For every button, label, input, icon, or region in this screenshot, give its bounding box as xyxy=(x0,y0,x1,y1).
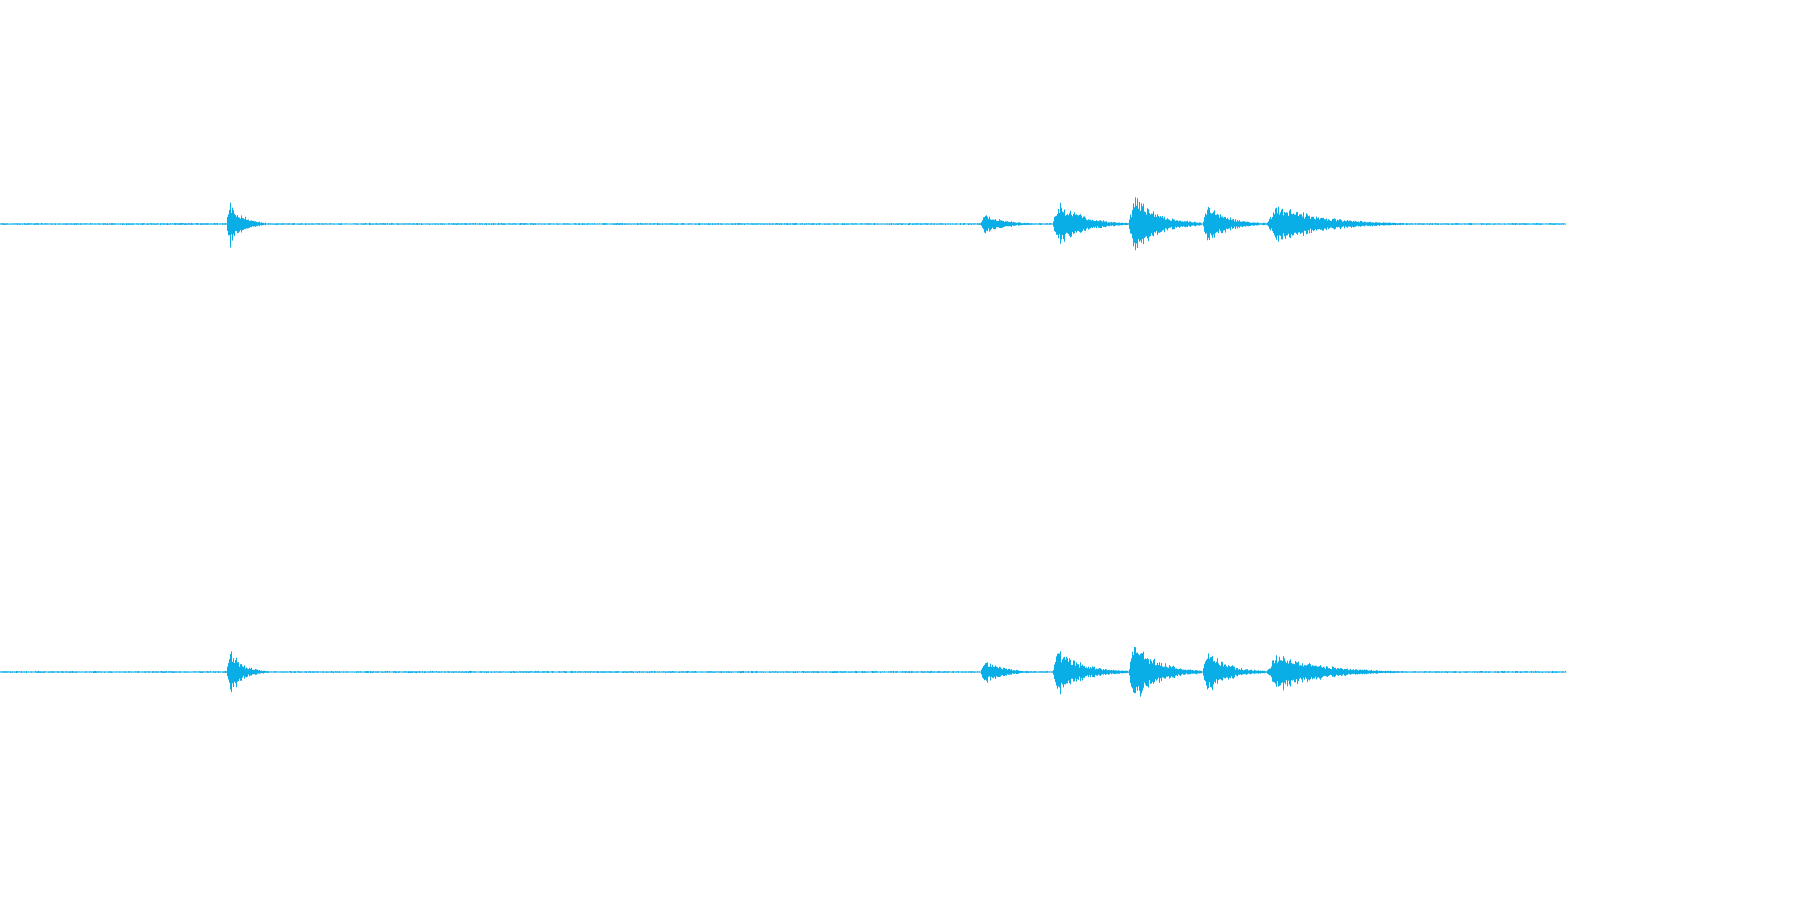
waveform-right-svg xyxy=(0,647,1566,697)
waveform-left-svg xyxy=(0,197,1566,251)
waveform-channel-left xyxy=(0,124,1800,324)
waveform-channel-right xyxy=(0,572,1800,772)
